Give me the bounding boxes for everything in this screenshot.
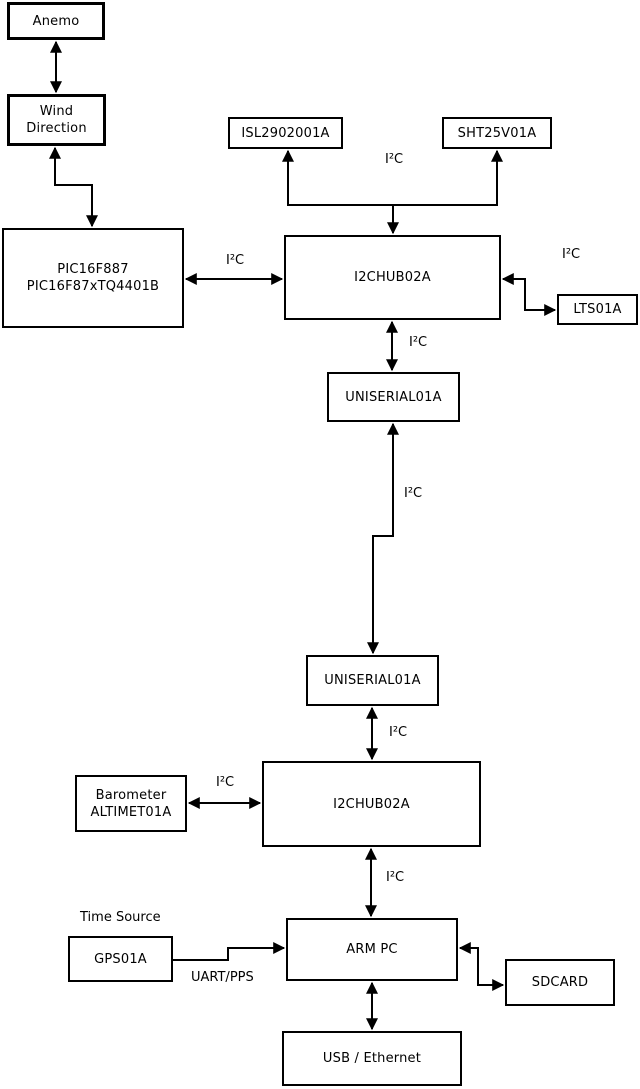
box-label: PIC16F887 [57,262,129,277]
box-label: USB / Ethernet [322,1051,422,1066]
label-i2c-hub1-uniserial1: I²C [409,335,428,350]
box-i2chub02a-1: I2CHUB02A [284,235,501,320]
box-label: I2CHUB02A [333,796,410,812]
label-i2c-hub2-armpc: I²C [386,870,405,885]
label-i2c-pic: I²C [226,253,245,268]
box-arm-pc: ARM PC [286,918,458,981]
connector-wind-pic [49,146,98,228]
box-sdcard: SDCARD [505,959,615,1006]
box-label: ISL2902001A [241,125,330,141]
box-label: Barometer [95,787,167,803]
box-label: Anemo [32,13,80,29]
connector-gps-armpc [173,942,286,961]
box-label: I2CHUB02A [354,270,431,285]
box-gps01a: GPS01A [68,936,173,982]
box-label: Direction [26,121,87,136]
box-sht25v01a: SHT25V01A [442,117,552,149]
box-label: UNISERIAL01A [324,673,421,688]
box-label: UNISERIAL01A [345,389,442,405]
box-usb-ethernet: USB / Ethernet [282,1031,462,1086]
box-label: GPS01A [94,951,147,967]
box-uniserial01a-1: UNISERIAL01A [327,372,460,422]
box-label: SDCARD [531,975,589,990]
box-anemo: Anemo [7,2,105,40]
connector-hub1-lts [501,273,557,316]
connector-armpc-sdcard [458,942,505,991]
label-i2c-barometer: I²C [216,775,235,790]
box-label: Wind [39,104,74,119]
label-uart-pps: UART/PPS [191,970,254,985]
label-time-source: Time Source [80,910,161,925]
box-label: ARM PC [346,942,398,957]
connector-uniserial1-uniserial2 [367,422,399,655]
label-i2c-lts: I²C [562,247,581,262]
box-i2chub02a-2: I2CHUB02A [262,761,481,847]
box-label: SHT25V01A [457,125,537,141]
box-isl2902001a: ISL2902001A [228,117,343,149]
box-label: PIC16F87xTQ4401B [26,279,160,294]
box-label: LTS01A [573,302,622,317]
label-i2c-uniserial-link: I²C [404,486,423,501]
box-label: ALTIMET01A [90,804,172,820]
label-i2c-sensors: I²C [385,152,404,167]
label-i2c-uniserial2-hub2: I²C [389,725,408,740]
box-uniserial01a-2: UNISERIAL01A [306,655,439,706]
box-lts01a: LTS01A [557,294,638,325]
